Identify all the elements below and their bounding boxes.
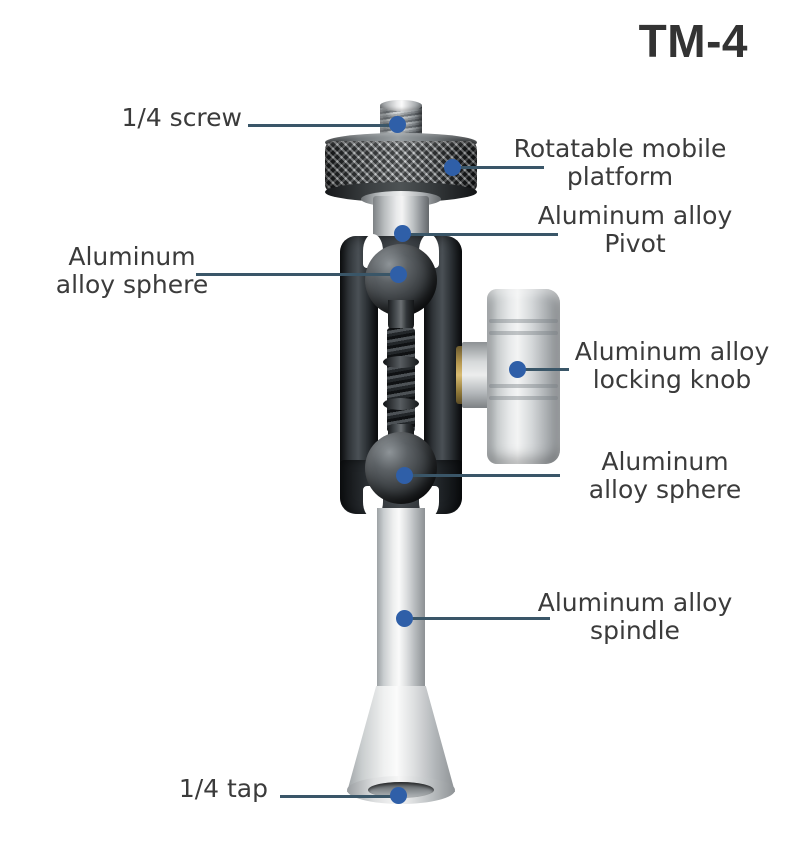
locking-knob-groove — [489, 331, 558, 335]
aluminum-alloy-locking-knob-part — [487, 289, 560, 464]
leader-line-aluminum-alloy-sphere-lower — [412, 474, 560, 477]
platform-bottom-face — [325, 182, 477, 202]
locking-knob-groove — [489, 396, 558, 400]
leader-dot-aluminum-alloy-locking-knob — [509, 361, 526, 378]
locking-knob-groove — [489, 384, 558, 388]
leader-dot-quarter-screw — [389, 116, 406, 133]
leader-line-aluminum-alloy-spindle — [412, 617, 550, 620]
clamp-notch-bottom-right — [419, 486, 439, 518]
leader-dot-rotatable-mobile-platform — [444, 159, 461, 176]
page-title: TM-4 — [638, 15, 748, 67]
platform-top-face — [325, 133, 477, 152]
leader-line-quarter-screw — [248, 124, 396, 127]
clamp-rail-left — [340, 236, 378, 514]
central-threaded-rod — [387, 328, 415, 432]
clamp-gap-lower — [378, 398, 424, 460]
upper-ball-stem — [388, 300, 414, 330]
locking-knob-neck — [462, 342, 490, 408]
locking-knob-brass-collar — [456, 346, 467, 404]
clamp-notch-top-left — [363, 234, 383, 268]
clamp-rail-right — [424, 236, 462, 514]
leader-dot-aluminum-alloy-pivot — [394, 225, 411, 242]
leader-dot-aluminum-alloy-sphere-lower — [396, 467, 413, 484]
leader-line-aluminum-alloy-pivot — [410, 233, 558, 236]
callout-label-quarter-tap: 1/4 tap — [178, 774, 268, 803]
thread-collar-lower — [383, 398, 419, 410]
leader-dot-quarter-tap — [390, 787, 407, 804]
locking-knob-groove — [489, 319, 558, 323]
quarter-screw-top-cap — [380, 100, 422, 111]
pivot-collar — [361, 191, 441, 207]
leader-dot-aluminum-alloy-spindle — [396, 610, 413, 627]
clamp-notch-bottom-left — [363, 486, 383, 518]
callout-label-quarter-screw: 1/4 screw — [121, 103, 242, 132]
lower-ball-stem — [388, 424, 414, 448]
aluminum-alloy-spindle-shaft — [377, 508, 425, 690]
leader-line-aluminum-alloy-locking-knob — [523, 368, 569, 371]
clamp-notch-top-right — [419, 234, 439, 268]
clamp-gap-upper — [378, 300, 424, 362]
spindle-cone-base — [347, 686, 455, 792]
thread-collar-upper — [383, 356, 419, 368]
leader-line-quarter-tap — [280, 795, 398, 798]
leader-line-rotatable-mobile-platform — [452, 166, 544, 169]
leader-dot-aluminum-alloy-sphere-upper — [390, 266, 407, 283]
leader-line-aluminum-alloy-sphere-upper — [196, 273, 396, 276]
